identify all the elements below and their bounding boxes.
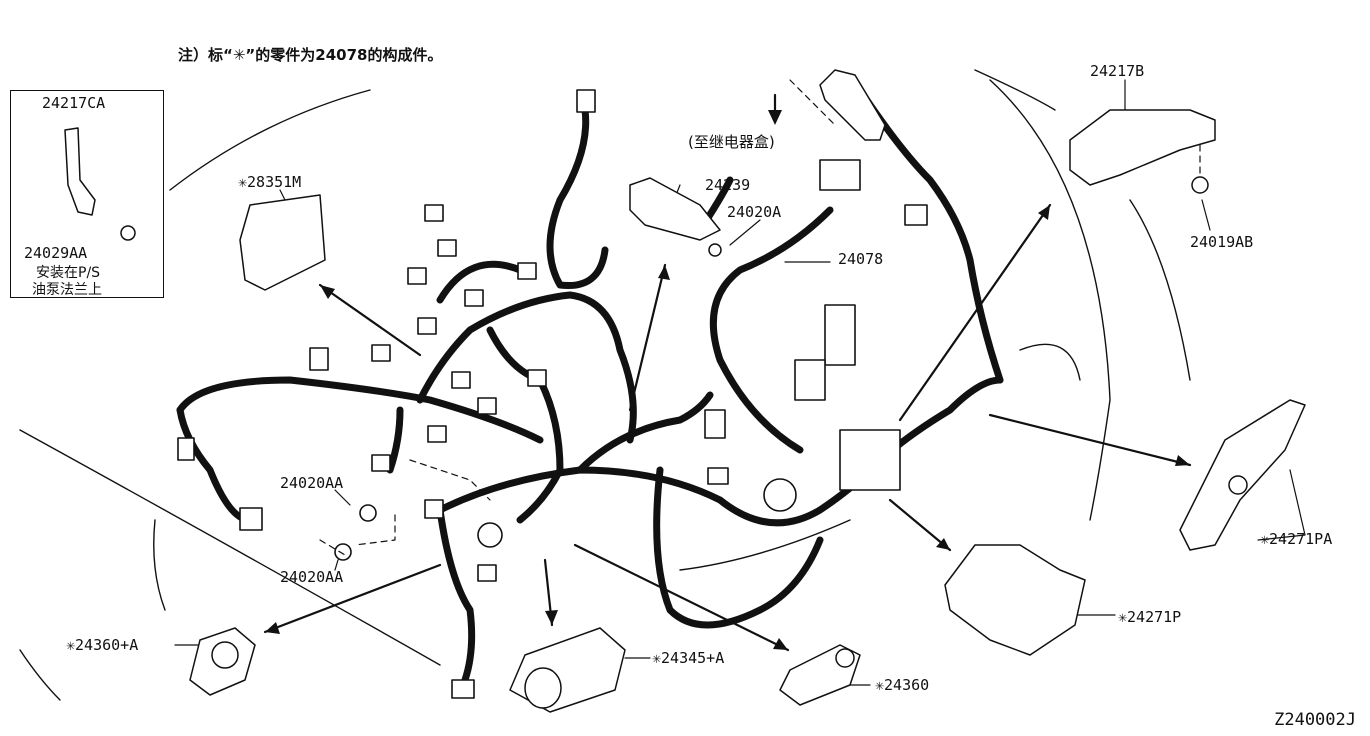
label-24360: ✳24360 <box>875 676 930 694</box>
label-24029aa: 24029AA <box>24 244 88 262</box>
label-relay-box: (至继电器盒) <box>688 133 775 151</box>
relay-box-28351m <box>239 194 326 291</box>
label-24271pa: ✳24271PA <box>1260 530 1333 548</box>
inset-box <box>10 90 164 298</box>
label-24345a: ✳24345+A <box>652 649 725 667</box>
arrow-heads <box>265 110 1190 650</box>
label-24078: 24078 <box>838 250 884 268</box>
label-24019ab: 24019AB <box>1190 233 1254 251</box>
label-24271p: ✳24271P <box>1118 608 1182 626</box>
main-harness <box>176 86 1004 684</box>
part-24271pa <box>1179 399 1306 551</box>
label-28351m: ✳28351M <box>238 173 302 191</box>
label-24239: 24239 <box>705 176 751 194</box>
arrows <box>263 93 1192 652</box>
label-24217b: 24217B <box>1090 62 1145 80</box>
bracket-24239 <box>629 177 722 257</box>
part-24360 <box>779 644 861 706</box>
assembly-note: 注）标“✳”的零件为24078的构成件。 <box>178 46 443 64</box>
inset-mount-note-line1: 安装在P/S <box>36 265 101 281</box>
part-24360a <box>189 627 256 696</box>
label-24360a: ✳24360+A <box>66 636 139 654</box>
leader-lines <box>174 79 1306 686</box>
part-24345a <box>509 627 626 713</box>
label-24217ca: 24217CA <box>42 94 106 112</box>
connectors <box>177 89 928 699</box>
dashed-reference-lines <box>319 79 1201 556</box>
bracket-24217b <box>1069 109 1216 194</box>
bracket-top <box>819 69 886 141</box>
label-24020aa-bottom: 24020AA <box>280 568 344 586</box>
label-24020a: 24020A <box>727 203 782 221</box>
body-contour-lines <box>19 69 1191 701</box>
inset-bracket-24217ca <box>64 127 136 241</box>
part-24271p <box>944 544 1086 656</box>
inset-mount-note-line2: 油泵法兰上 <box>32 282 102 298</box>
figure-code: Z240002J <box>1274 710 1356 730</box>
label-24020aa-top: 24020AA <box>280 474 344 492</box>
